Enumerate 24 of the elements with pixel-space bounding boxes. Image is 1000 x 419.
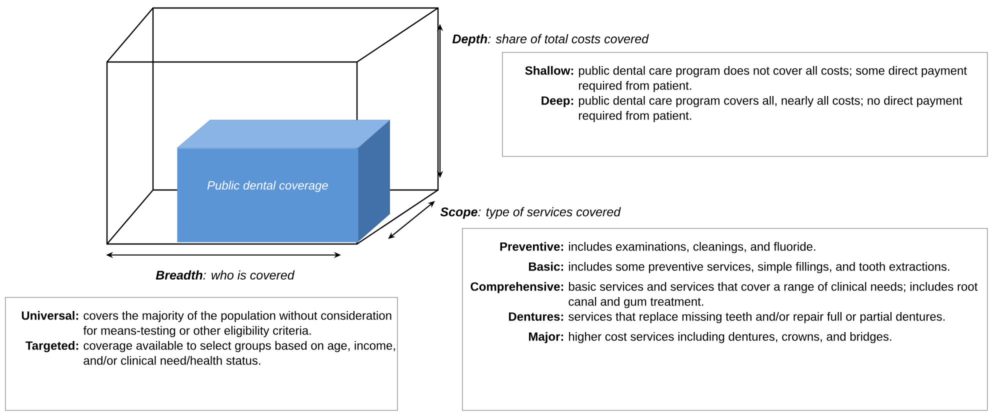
definition-box	[5, 297, 398, 411]
term-label: Comprehensive:	[470, 282, 564, 294]
definition-text: services that replace missing teeth and/or repair full or partial dentures.	[568, 312, 945, 324]
term-label: Preventive:	[500, 242, 564, 251]
definition-text: includes some preventive services, simple fillings, and tooth extractions.	[569, 262, 950, 274]
term-label: Shallow:	[525, 66, 574, 75]
term-label: Dentures:	[509, 312, 564, 321]
term-label: Basic:	[529, 262, 564, 271]
definition-text: basic services and services that cover a range of clinical needs; includes root canal and gum treatment.	[568, 282, 978, 308]
definition-text: public dental care program does not cover all costs; some direct payment required from patient.	[578, 66, 967, 92]
term-label: Deep:	[542, 96, 574, 108]
term-label: Targeted:	[26, 341, 78, 352]
term-label: Major:	[529, 332, 564, 344]
coverage-box: Public dental coverage	[176, 120, 390, 242]
definition-text: coverage available to select groups based on age, income, and/or clinical need/health status.	[84, 341, 395, 365]
axis-label: Depth: share of total costs covered	[452, 34, 649, 46]
definition-box	[502, 52, 988, 157]
definition-box	[462, 228, 988, 411]
axis-label: Breadth: who is covered	[156, 270, 295, 280]
definition-text: covers the majority of the population without consideration for means-testing or other eligibility criteria.	[83, 311, 392, 338]
definition-text: public dental care program covers all, nearly all costs; no direct payment required from patient.	[578, 96, 962, 122]
definition-text: higher cost services including dentures, crowns, and bridges.	[569, 332, 892, 344]
definition-text: includes examinations, cleanings, and fluoride.	[569, 242, 816, 254]
term-label: Universal:	[22, 311, 78, 320]
